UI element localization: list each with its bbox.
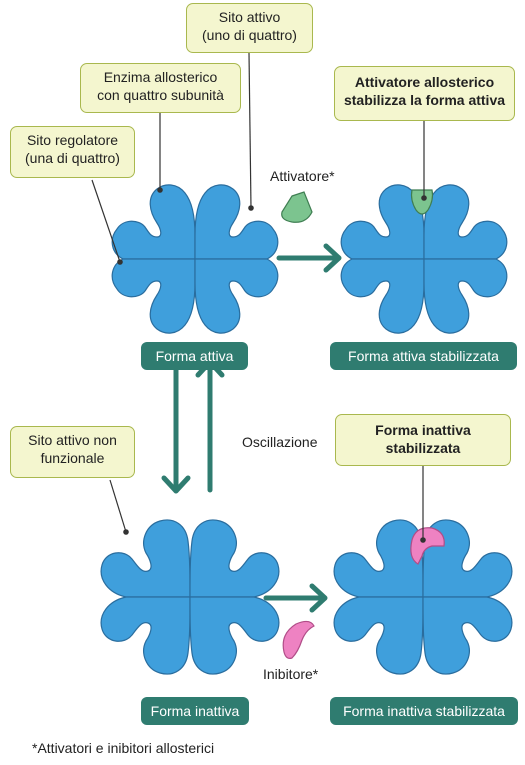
activator-label: Attivatore* [270, 168, 335, 184]
enzyme-inactive-form [100, 519, 280, 675]
arrow-to-active-stabilized [276, 243, 342, 273]
label-active-stabilized: Forma attiva stabilizzata [330, 342, 517, 370]
oscillation-label: Oscillazione [242, 434, 318, 450]
callout-active-site-line2: (uno di quattro) [202, 27, 297, 43]
activator-icon [281, 191, 313, 223]
callout-activator-stabilizes-line1: Attivatore allosterico [354, 74, 495, 90]
callout-regulatory-site-line1: Sito regolatore [26, 132, 119, 148]
bound-inhibitor-icon [410, 527, 445, 565]
callout-nonfunctional-site-line2: funzionale [40, 450, 105, 466]
callout-enzyme-line2: con quattro subunità [97, 87, 224, 103]
arrow-down-to-inactive [161, 359, 191, 494]
callout-active-site-line1: Sito attivo [218, 9, 281, 25]
callout-activator-stabilizes: Attivatore allosterico stabilizza la for… [334, 66, 515, 121]
callout-nonfunctional-site: Sito attivo non funzionale [10, 426, 135, 478]
label-active-form: Forma attiva [141, 342, 248, 370]
inhibitor-label: Inibitore* [263, 666, 319, 682]
callout-nonfunctional-site-line1: Sito attivo non [28, 432, 117, 448]
bound-activator-icon [410, 189, 434, 215]
footnote: *Attivatori e inibitori allosterici [32, 740, 215, 756]
callout-inactive-stabilized: Forma inattiva stabilizzata [335, 414, 511, 466]
callout-activator-stabilizes-line2: stabilizza la forma attiva [343, 92, 506, 108]
callout-regulatory-site-line2: (una di quattro) [25, 150, 120, 166]
label-inactive-stabilized: Forma inattiva stabilizzata [330, 697, 518, 725]
arrow-up-to-active [195, 359, 225, 493]
arrow-to-inactive-stabilized [263, 583, 328, 613]
callout-inactive-stabilized-line2: stabilizzata [385, 440, 461, 456]
callout-enzyme: Enzima allosterico con quattro subunità [80, 63, 241, 113]
inhibitor-icon [282, 620, 315, 659]
callout-enzyme-line1: Enzima allosterico [103, 69, 218, 85]
callout-regulatory-site: Sito regolatore (una di quattro) [10, 126, 135, 178]
label-inactive-form: Forma inattiva [141, 697, 249, 725]
callout-inactive-stabilized-line1: Forma inattiva [375, 422, 471, 438]
callout-active-site: Sito attivo (uno di quattro) [186, 3, 313, 53]
callout-leaders [91, 52, 427, 543]
